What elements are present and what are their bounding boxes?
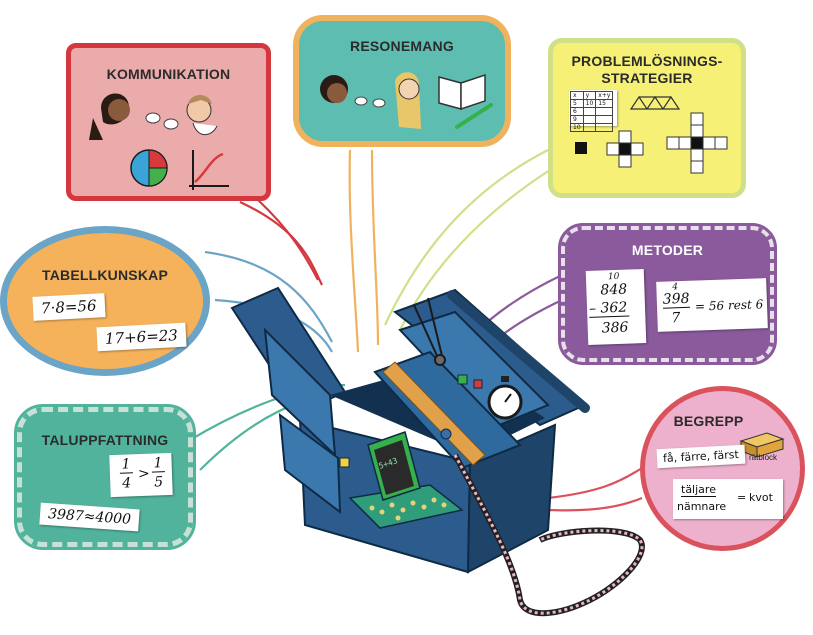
bubble-taluppfattning: TALUPPFATTNING 1 4 > 1 5 3987≈4000: [14, 404, 196, 550]
toolbox-body-side: [466, 423, 557, 574]
fraction-compare-card: 1 4 > 1 5: [109, 452, 173, 498]
toolbox-left-tray-low: [278, 412, 342, 515]
fraction-left-numerator: 1: [119, 456, 133, 474]
compass-tool: [413, 297, 446, 366]
connector-begrepp: [547, 467, 643, 500]
stopwatch: [487, 376, 523, 420]
bubble-metoder: METODER 10 848 – 362 386 4 398 7 = 56 re…: [558, 223, 777, 365]
person-curly-hair-icon: [320, 75, 348, 103]
person-dark-hair-icon: [89, 93, 130, 140]
concept-card-comparatives: få, färre, färst: [656, 444, 746, 469]
subtraction-carry: 10: [607, 271, 620, 283]
problemlosning-illustration: [575, 95, 728, 174]
value-table-cell: [595, 123, 614, 132]
bubble-title-taluppfattning: TALUPPFATTNING: [41, 432, 169, 448]
die-yellow: [339, 457, 350, 468]
fraction-right-denominator: 5: [153, 474, 164, 491]
cross-pattern-large-icon: [666, 112, 728, 174]
fraction-term-result: kvot: [749, 491, 773, 504]
concept-card-fraction: täljare nämnare = kvot: [673, 479, 783, 519]
fraction-term-equals: =: [737, 491, 747, 504]
resonemang-illustration: [320, 72, 493, 129]
connector-problemlosning: [384, 149, 549, 326]
connector-kommunikation: [257, 199, 319, 281]
fraction-term-denominator: nämnare: [677, 500, 727, 513]
value-table-card: x y x+y 5 10 15 6 9 10: [569, 90, 617, 132]
beads: [369, 497, 447, 521]
pie-chart-icon: [130, 149, 168, 187]
bubble-title-begrepp: BEGREPP: [673, 413, 744, 429]
cable-stripe: [453, 454, 644, 615]
bubble-title-resonemang: RESONEMANG: [350, 38, 454, 54]
connector-begrepp-2: [547, 496, 643, 512]
calculator: 5+43: [367, 431, 421, 501]
bubble-tabellkunskap: TABELLKUNSKAP 7·8=56 17+6=23: [0, 226, 210, 376]
fraction-left-denominator: 4: [122, 475, 132, 492]
bubble-title-metoder: METODER: [631, 242, 704, 258]
bubble-problemlosning: PROBLEMLÖSNINGS- STRATEGIER x y x+y 5 10…: [548, 38, 746, 198]
cross-pattern-small-icon: [606, 130, 644, 168]
division-numerator: 398: [662, 290, 690, 309]
bubble-title-problemlosning: PROBLEMLÖSNINGS-: [571, 53, 723, 69]
fraction-right-numerator: 1: [151, 455, 165, 473]
value-table: x y x+y 5 10 15 6 9 10: [570, 91, 614, 132]
division-result: = 56 rest 6: [694, 297, 764, 314]
division-card: 4 398 7 = 56 rest 6: [656, 278, 768, 332]
cuboid-block-icon: [739, 432, 785, 458]
connector-resonemang-2: [370, 149, 380, 346]
bubble-title-tabellkunskap: TABELLKUNSKAP: [41, 267, 168, 283]
pencil-icon: [455, 103, 493, 129]
bubble-title-kommunikation: KOMMUNIKATION: [106, 66, 231, 82]
subtraction-minus-row: – 362: [588, 299, 630, 318]
marble: [440, 428, 452, 440]
fact-card-addition: 17+6=23: [96, 322, 187, 352]
person-boy-icon: [186, 95, 218, 136]
speech-dots-icon: [354, 96, 386, 108]
subtraction-card: 10 848 – 362 386: [585, 269, 647, 345]
person-blonde-icon: [395, 72, 421, 129]
connector-resonemang: [348, 149, 360, 353]
bubble-begrepp: BEGREPP rätblock få, färre, färst täljar…: [640, 386, 805, 551]
toolbox-handle-right: [447, 290, 590, 413]
connector-tabellkunskap: [204, 250, 333, 343]
fraction-operator: >: [137, 465, 150, 483]
connector-lines: [189, 149, 643, 512]
open-book-icon: [438, 73, 486, 111]
toolbox: 5+43: [230, 286, 645, 617]
connector-kommunikation-2: [239, 201, 323, 286]
fraction-term-numerator: täljare: [681, 483, 716, 497]
die-green: [457, 374, 468, 385]
triangle-pattern-icon: [629, 95, 681, 110]
approximation-card: 3987≈4000: [39, 502, 140, 532]
bubble-kommunikation: KOMMUNIKATION: [66, 43, 271, 201]
subtraction-result: 386: [601, 319, 629, 337]
subtraction-top: 848: [600, 281, 628, 299]
graph-axes-icon: [189, 150, 229, 190]
division-denominator: 7: [671, 310, 681, 327]
bubble-title-problemlosning-2: STRATEGIER: [601, 70, 693, 86]
fact-card-multiplication: 7·8=56: [32, 293, 106, 321]
cuboid-block-label: rätblock: [749, 453, 778, 462]
die-red: [473, 379, 483, 389]
speech-dots-icon: [145, 112, 179, 130]
bubble-resonemang: RESONEMANG: [293, 15, 511, 147]
kommunikation-illustration: [89, 93, 229, 190]
black-square-icon: [575, 142, 587, 154]
